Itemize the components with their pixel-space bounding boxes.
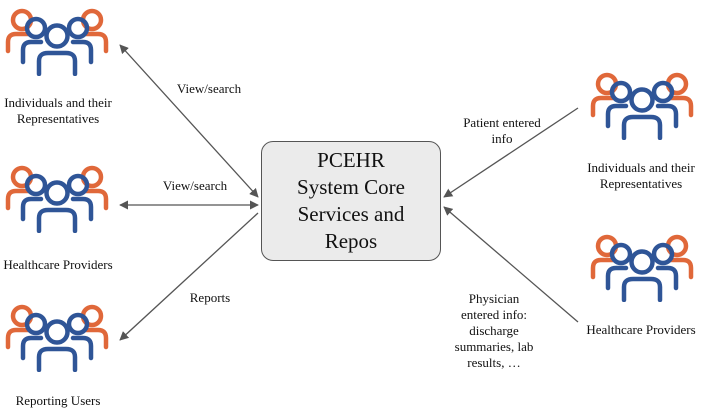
right-group-2-label: Healthcare Providers	[586, 322, 696, 337]
edge-label-left-mid: View/search	[162, 178, 228, 193]
core-title: PCEHR System Core Services and Repos	[297, 148, 405, 253]
people-group-icon	[5, 6, 109, 77]
edge-left-top	[119, 44, 259, 198]
edge-right-bottom	[443, 206, 579, 323]
edge-right-top	[443, 107, 579, 198]
edge-label-left-top: View/search	[176, 81, 242, 96]
right-group-1-label: Individuals and their Representatives	[587, 160, 695, 191]
edge-label-left-bottom: Reports	[189, 290, 231, 305]
left-group-1-label: Individuals and their Representatives	[4, 95, 112, 126]
edge-left-bottom	[119, 212, 259, 341]
people-group-icon	[5, 302, 109, 373]
people-group-icon	[5, 163, 109, 234]
left-group-2-label: Healthcare Providers	[3, 257, 113, 272]
edge-label-right-top: Patient entered info	[463, 115, 541, 146]
left-group-3-label: Reporting Users	[15, 393, 101, 408]
people-group-icon	[590, 70, 694, 141]
core-system-box: PCEHR System Core Services and Repos	[261, 141, 441, 261]
people-group-icon	[590, 232, 694, 303]
edge-label-right-bottom: Physician entered info: discharge summar…	[454, 291, 534, 370]
